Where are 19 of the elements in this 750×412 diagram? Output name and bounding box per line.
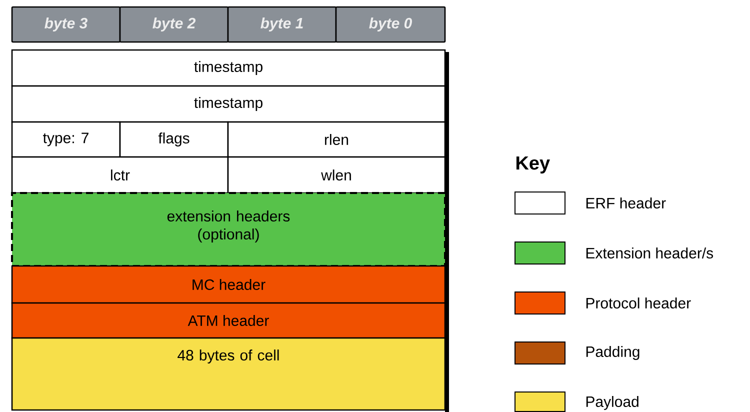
- column-header: byte 1: [227, 6, 337, 43]
- column-header: byte 3: [11, 6, 121, 43]
- column-header: byte 0: [335, 6, 446, 43]
- field-cell: MC header: [11, 265, 446, 304]
- legend-label: Payload: [586, 396, 638, 410]
- legend-label: ERF header: [586, 198, 666, 208]
- legend-label: Extension header/s: [586, 247, 714, 258]
- field-cell: type: 7: [11, 121, 121, 158]
- legend-title: Key: [516, 156, 550, 174]
- legend-label: Protocol header: [586, 297, 691, 308]
- payload-band: 48 bytes of cell: [11, 337, 446, 411]
- column-header: byte 2: [119, 6, 229, 43]
- field-cell: timestamp: [11, 49, 446, 87]
- legend-label: Padding: [586, 346, 640, 360]
- optional-field-band: extension headers (optional): [11, 192, 446, 267]
- field-cell: flags: [119, 121, 229, 158]
- field-cell: ATM header: [11, 302, 446, 339]
- field-cell: rlen: [227, 121, 446, 158]
- field-cell: wlen: [227, 156, 446, 194]
